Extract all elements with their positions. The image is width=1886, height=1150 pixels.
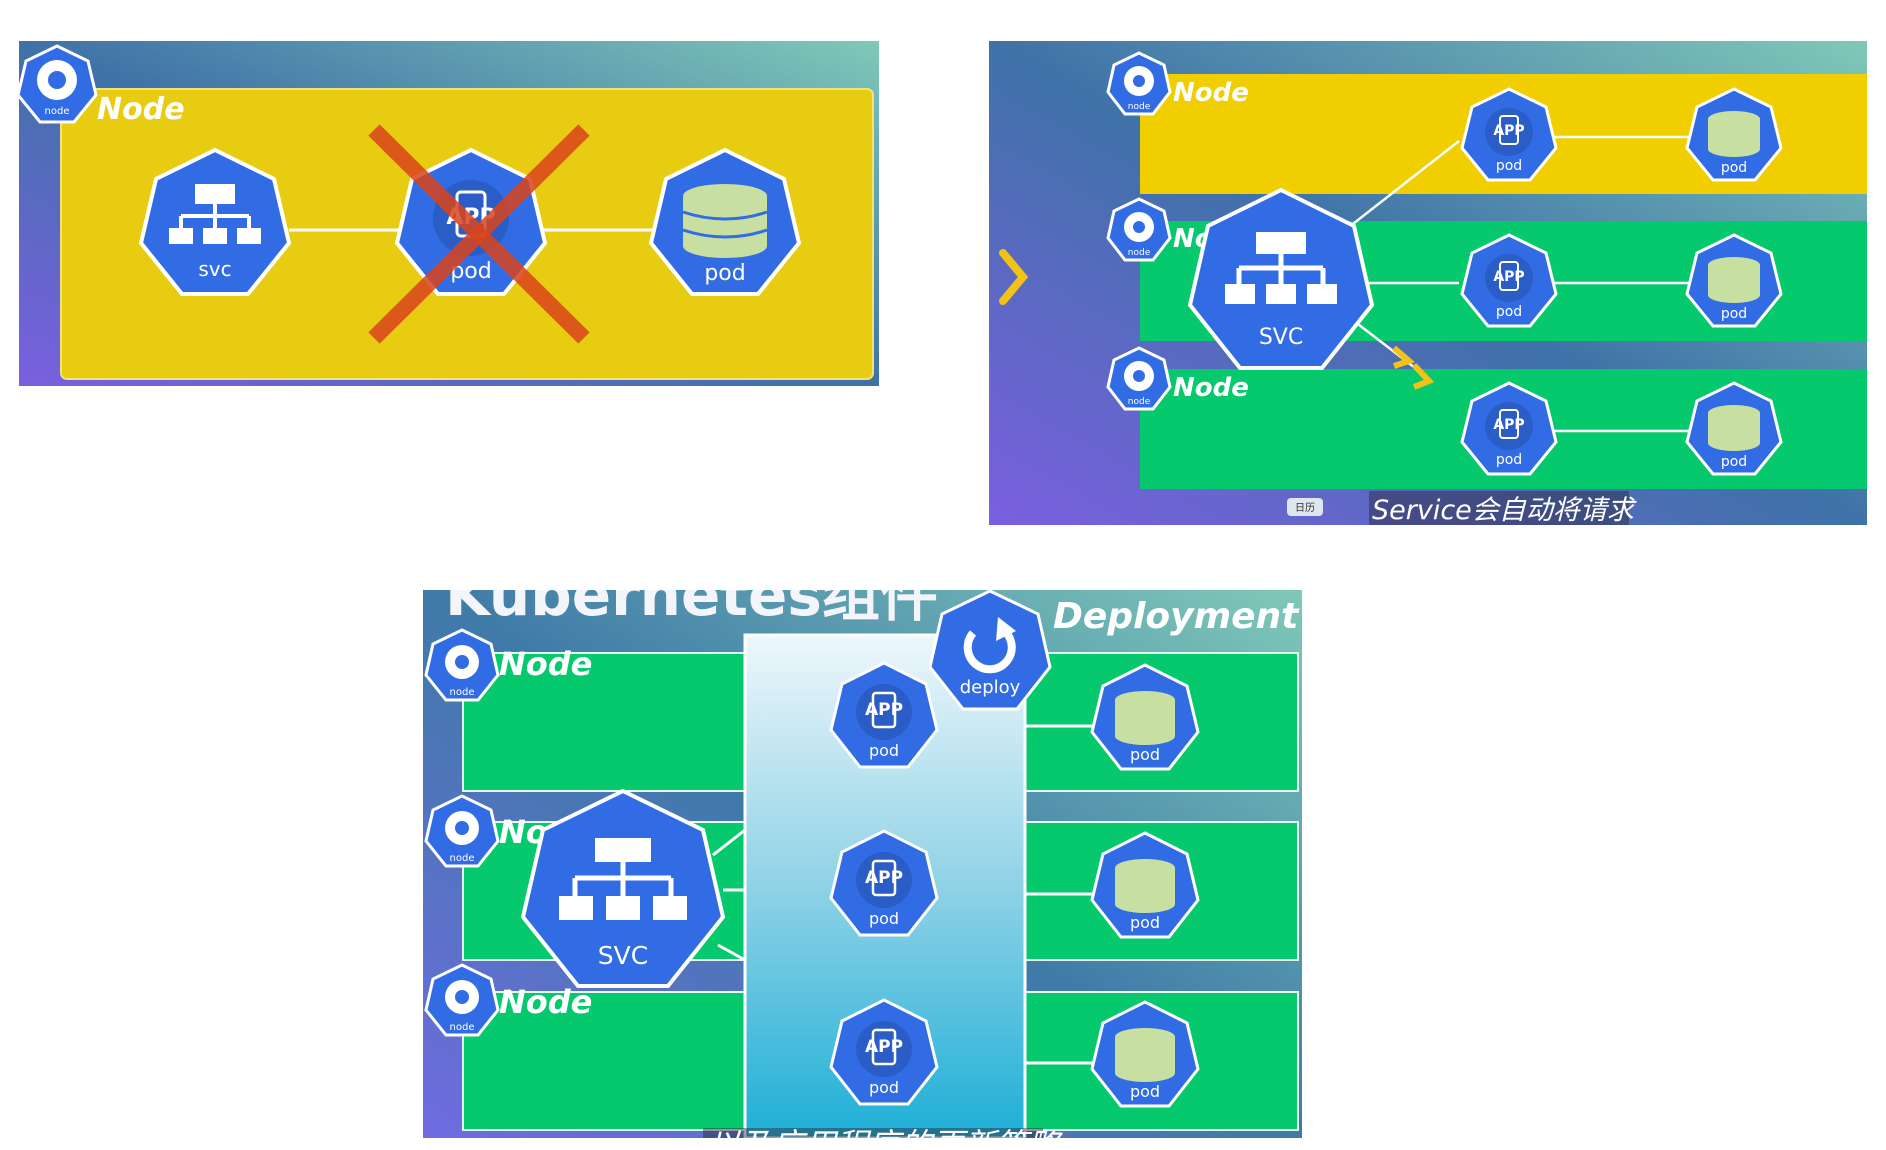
db-pod-icon: pod [648, 147, 802, 296]
deployment-label: Deployment [1053, 596, 1300, 637]
svg-text:svc: svc [198, 257, 231, 281]
node-icon: node [1106, 197, 1172, 262]
svg-text:pod: pod [1130, 1082, 1160, 1101]
svg-text:node: node [450, 1022, 475, 1033]
node-icon: node [424, 963, 500, 1037]
svg-text:APP: APP [1493, 417, 1524, 433]
svg-text:node: node [450, 687, 475, 698]
db-pod-icon: pod [1090, 1000, 1200, 1108]
deploy-icon: deploy [928, 590, 1052, 711]
svg-text:pod: pod [1721, 454, 1747, 470]
app-pod-icon: APP pod [829, 998, 939, 1106]
app-pod-icon: APP pod [1460, 233, 1558, 328]
svg-text:APP: APP [865, 1037, 903, 1057]
svg-text:pod: pod [869, 741, 899, 760]
db-pod-icon: pod [1685, 233, 1783, 328]
svg-text:日历: 日历 [1295, 502, 1315, 514]
svc-pod1-line [1348, 140, 1460, 228]
db-pod-icon: pod [1090, 831, 1200, 939]
svc-icon: svc [138, 147, 292, 296]
node-label-3: Node [1173, 373, 1249, 403]
app-pod-icon: APP pod [829, 661, 939, 769]
svg-text:pod: pod [1130, 913, 1160, 932]
subtitle-bg [1369, 491, 1629, 525]
svg-text:pod: pod [1721, 160, 1747, 176]
svc-icon: SVC [520, 788, 726, 988]
svg-text:node: node [1128, 248, 1151, 258]
svg-text:node: node [45, 106, 70, 117]
svg-text:pod: pod [704, 261, 745, 286]
node-label: Node [97, 92, 185, 127]
db-pod-icon: pod [1685, 87, 1783, 182]
svg-text:pod: pod [1721, 306, 1747, 322]
svc-icon: SVC [1187, 187, 1375, 370]
svg-text:pod: pod [1496, 158, 1522, 174]
svg-text:node: node [1128, 397, 1151, 407]
db-pod-icon: pod [1090, 663, 1200, 771]
svg-text:node: node [450, 853, 475, 864]
panel-service-routing: node node node Node No Node SVC [989, 41, 1867, 525]
panel-deployment: Kubernetes组件 Deployment node node node N… [423, 590, 1302, 1138]
node-label-1: Node [499, 645, 592, 683]
failure-x-mark [368, 124, 590, 344]
db-pod-icon: pod [1685, 381, 1783, 476]
subtitle: Service会自动将请求 [1372, 495, 1637, 525]
svg-text:APP: APP [1493, 269, 1524, 285]
node-icon: node [424, 628, 500, 702]
subtitle-bg [703, 1128, 1043, 1138]
svg-text:pod: pod [1130, 745, 1160, 764]
routing-arrow-icon [1392, 345, 1415, 369]
svg-text:pod: pod [869, 909, 899, 928]
svg-text:APP: APP [865, 700, 903, 720]
app-pod-icon: APP pod [1460, 87, 1558, 182]
title-partial: Kubernetes组件 [445, 590, 938, 629]
svg-text:APP: APP [865, 868, 903, 888]
node-icon: node [19, 44, 98, 124]
svc-pod-line [712, 828, 746, 857]
svg-text:SVC: SVC [598, 941, 648, 970]
svg-text:node: node [1128, 102, 1151, 112]
routing-arrow-icon [1411, 362, 1435, 390]
app-pod-icon: APP pod [829, 829, 939, 937]
node-icon: node [1106, 346, 1172, 411]
nav-arrow-icon [999, 249, 1029, 305]
calendar-icon: 日历 [1287, 498, 1323, 516]
svg-text:pod: pod [1496, 304, 1522, 320]
subtitle-partial: 以及应用程序的更新策略 [708, 1126, 1064, 1138]
svg-text:pod: pod [869, 1078, 899, 1097]
node-icon: node [1106, 51, 1172, 116]
svg-text:deploy: deploy [960, 677, 1021, 698]
svc-pod-line [717, 943, 746, 962]
app-pod-icon: APP pod [1460, 381, 1558, 476]
svg-text:APP: APP [1493, 123, 1524, 139]
node-label-3: Node [499, 983, 592, 1021]
svg-text:SVC: SVC [1259, 325, 1303, 350]
node-icon: node [424, 794, 500, 868]
svg-text:pod: pod [1496, 452, 1522, 468]
node-label-1: Node [1173, 78, 1249, 108]
panel-pod-failure: node Node svc APP pod pod [19, 41, 879, 386]
